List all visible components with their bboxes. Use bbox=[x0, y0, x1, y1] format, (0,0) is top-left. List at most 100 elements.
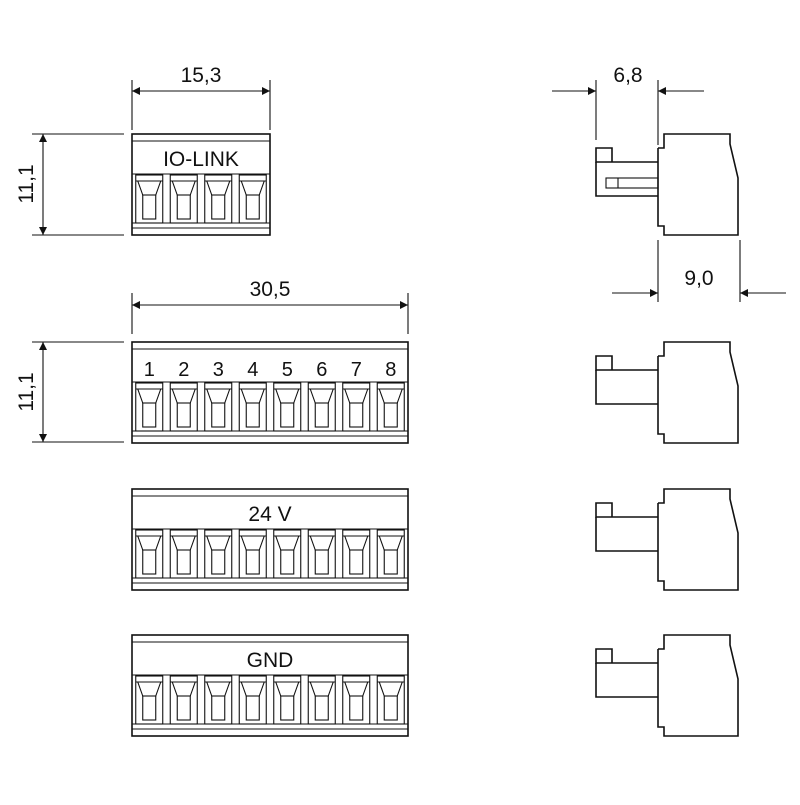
terminal-outline bbox=[204, 174, 233, 224]
terminal-funnel bbox=[206, 180, 231, 196]
connector-side-view-gnd bbox=[595, 634, 739, 737]
terminal-slot bbox=[135, 174, 164, 224]
terminal-funnel bbox=[137, 388, 162, 404]
terminal-slot bbox=[169, 529, 198, 579]
terminal-clamp bbox=[176, 402, 191, 428]
terminal-funnel bbox=[309, 388, 334, 404]
terminal-outline bbox=[238, 529, 267, 579]
terminal-slot bbox=[273, 675, 302, 725]
terminal-outline bbox=[169, 382, 198, 432]
terminal-outline bbox=[204, 675, 233, 725]
pin-number-label: 4 bbox=[247, 359, 258, 381]
terminal-outline bbox=[169, 174, 198, 224]
terminal-funnel bbox=[275, 535, 300, 551]
terminal-slot bbox=[307, 382, 336, 432]
terminal-funnel bbox=[137, 535, 162, 551]
terminal-clamp bbox=[314, 402, 329, 428]
terminal-slot bbox=[204, 675, 233, 725]
terminal-outline bbox=[376, 529, 405, 579]
terminal-funnel bbox=[275, 388, 300, 404]
terminal-outline bbox=[135, 382, 164, 432]
terminal-funnel bbox=[171, 388, 196, 404]
terminal-clamp bbox=[176, 194, 191, 220]
connector-front-gnd: GND bbox=[131, 634, 409, 737]
terminal-clamp bbox=[245, 695, 260, 721]
terminal-clamp bbox=[349, 695, 364, 721]
connector-side-view-io-link bbox=[595, 133, 739, 236]
terminal-funnel bbox=[240, 180, 265, 196]
connector-body bbox=[131, 634, 409, 737]
terminal-slot bbox=[238, 529, 267, 579]
terminal-funnel bbox=[275, 681, 300, 697]
terminal-outline bbox=[273, 529, 302, 579]
terminal-funnel bbox=[378, 681, 403, 697]
terminal-clamp bbox=[349, 402, 364, 428]
dim-eight-pin-height: 11,1 bbox=[15, 341, 124, 443]
terminal-outline bbox=[204, 529, 233, 579]
terminal-slot bbox=[238, 675, 267, 725]
side-latch bbox=[595, 502, 658, 518]
terminal-funnel bbox=[378, 535, 403, 551]
pin-number-label: 5 bbox=[282, 359, 293, 381]
dim-io-link-width-label: 15,3 bbox=[181, 64, 222, 87]
terminal-slot bbox=[273, 382, 302, 432]
terminal-clamp bbox=[383, 402, 398, 428]
connector-label: 24 V bbox=[248, 503, 291, 526]
terminal-funnel bbox=[240, 535, 265, 551]
side-body-outline bbox=[657, 488, 739, 591]
terminal-slot bbox=[135, 382, 164, 432]
terminal-clamp bbox=[245, 402, 260, 428]
dim-io-link-height: 11,1 bbox=[15, 133, 124, 236]
terminal-outline bbox=[307, 382, 336, 432]
pin-number-label: 8 bbox=[385, 359, 396, 381]
terminal-slot bbox=[342, 529, 371, 579]
terminal-clamp bbox=[314, 695, 329, 721]
side-plug-outline bbox=[595, 370, 658, 405]
terminal-clamp bbox=[142, 695, 157, 721]
terminal-slot bbox=[204, 174, 233, 224]
terminal-slot bbox=[273, 529, 302, 579]
terminal-clamp bbox=[211, 402, 226, 428]
dim-side-body-depth: 9,0 bbox=[612, 240, 786, 302]
terminal-outline bbox=[376, 382, 405, 432]
terminal-clamp bbox=[245, 194, 260, 220]
terminal-clamp bbox=[211, 194, 226, 220]
terminal-clamp bbox=[280, 402, 295, 428]
terminal-slot bbox=[238, 174, 267, 224]
pin-number-label: 3 bbox=[213, 359, 224, 381]
dim-side-plug-depth-label: 6,8 bbox=[613, 64, 642, 87]
terminal-funnel bbox=[206, 388, 231, 404]
terminal-clamp bbox=[176, 549, 191, 575]
dim-io-link-height-label: 11,1 bbox=[15, 164, 38, 203]
terminal-slot bbox=[376, 382, 405, 432]
terminal-funnel bbox=[344, 535, 369, 551]
connector-front-io-link: IO-LINK bbox=[131, 133, 271, 236]
pin-number-label: 2 bbox=[178, 359, 189, 381]
terminal-outline bbox=[376, 675, 405, 725]
side-plug-slot bbox=[605, 177, 659, 189]
terminal-outline bbox=[135, 174, 164, 224]
terminal-funnel bbox=[171, 681, 196, 697]
connector-side-view-24v bbox=[595, 488, 739, 591]
terminal-clamp bbox=[383, 695, 398, 721]
terminal-funnel bbox=[344, 681, 369, 697]
terminal-clamp bbox=[142, 194, 157, 220]
terminal-funnel bbox=[344, 388, 369, 404]
connector-body bbox=[131, 133, 271, 236]
dim-eight-pin-height-label: 11,1 bbox=[15, 372, 38, 411]
terminal-slot bbox=[135, 529, 164, 579]
terminal-slot bbox=[307, 675, 336, 725]
terminal-outline bbox=[238, 382, 267, 432]
side-body-outline bbox=[657, 341, 739, 444]
side-plug-outline bbox=[595, 663, 658, 698]
terminal-slot bbox=[238, 382, 267, 432]
terminal-funnel bbox=[137, 681, 162, 697]
terminal-outline bbox=[342, 382, 371, 432]
connector-body bbox=[131, 488, 409, 591]
terminal-clamp bbox=[211, 695, 226, 721]
connector-label: IO-LINK bbox=[163, 148, 239, 171]
terminal-slot bbox=[342, 382, 371, 432]
side-plug-outline bbox=[595, 162, 658, 197]
side-latch bbox=[595, 147, 658, 163]
